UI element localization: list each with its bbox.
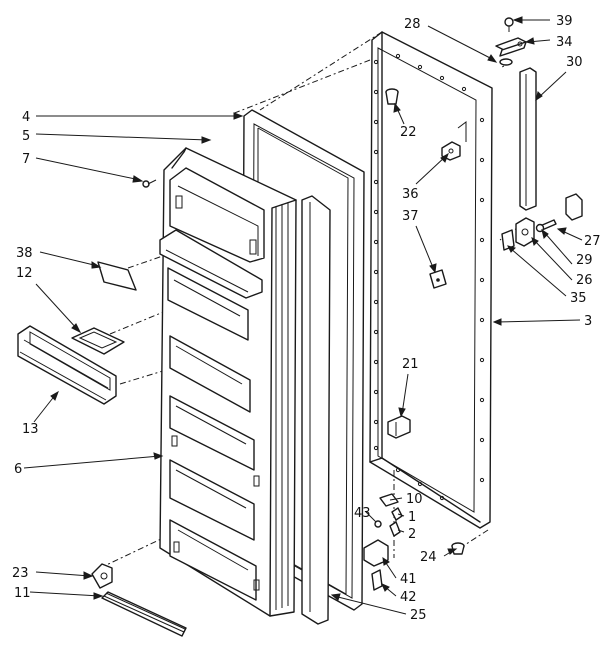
label-38: [97, 261, 137, 291]
outer-door-panel: [369, 31, 493, 529]
screw-42: [371, 569, 383, 591]
callout-36: 36: [402, 187, 419, 202]
shelf-front-13: [17, 325, 117, 405]
handle-11: [101, 591, 187, 637]
callout-25: 25: [410, 608, 427, 623]
hinge-23: [91, 563, 113, 589]
callout-29: 29: [576, 253, 593, 268]
callout-42: 42: [400, 590, 417, 605]
bushing-28: [499, 58, 513, 66]
callout-27: 27: [584, 234, 601, 249]
pin-2: [389, 521, 401, 537]
hinge-34: [495, 37, 527, 57]
callout-34: 34: [556, 35, 573, 50]
washer-10: [379, 493, 399, 507]
screw-29: [535, 219, 557, 233]
callout-13: 13: [22, 422, 39, 437]
screw-39: [504, 17, 514, 32]
callout-21: 21: [402, 357, 419, 372]
callout-22: 22: [400, 125, 417, 140]
callout-11: 11: [14, 586, 31, 601]
bracket-21: [387, 415, 411, 439]
bottom-parts: [363, 493, 465, 591]
inner-door-liner: [159, 147, 297, 617]
screw-7: [142, 179, 157, 188]
callout-43: 43: [354, 506, 371, 521]
callout-6: 6: [14, 462, 22, 477]
cap-27: [565, 193, 583, 221]
callout-labels: 39 28 34 30 4 5 7 22 36 37 38 12 27 29 2…: [12, 14, 601, 623]
callout-10: 10: [406, 492, 423, 507]
bracket-35: [501, 229, 515, 251]
spacer-43: [374, 520, 382, 528]
callout-26: 26: [576, 273, 593, 288]
callout-3: 3: [584, 314, 592, 329]
callout-41: 41: [400, 572, 417, 587]
callout-12: 12: [16, 266, 33, 281]
callout-2: 2: [408, 527, 416, 542]
hinge-26: [515, 217, 535, 247]
leader-lines: [23, 16, 583, 615]
callout-7: 7: [22, 152, 30, 167]
callout-30: 30: [566, 55, 583, 70]
shelf-12: [71, 327, 125, 355]
callout-28: 28: [404, 17, 421, 32]
callout-23: 23: [12, 566, 29, 581]
plate-37: [429, 269, 447, 289]
bushing-22: [385, 88, 399, 105]
hinge-41: [363, 539, 389, 567]
callout-24: 24: [420, 550, 437, 565]
callout-1: 1: [408, 510, 416, 525]
handle-bar-30: [519, 67, 537, 211]
callout-38: 38: [16, 246, 33, 261]
callout-5: 5: [22, 129, 30, 144]
callout-39: 39: [556, 14, 573, 29]
callout-4: 4: [22, 110, 30, 125]
callout-35: 35: [570, 291, 587, 306]
callout-37: 37: [402, 209, 419, 224]
